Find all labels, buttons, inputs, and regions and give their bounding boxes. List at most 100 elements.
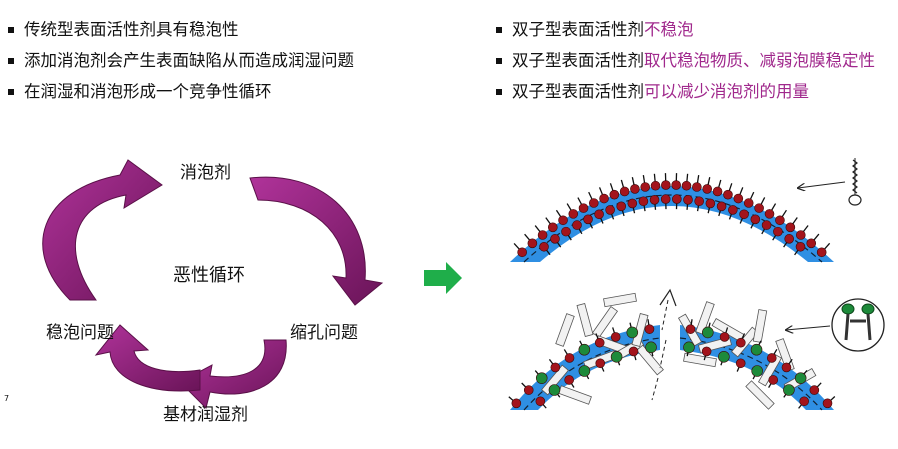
defoamer-rod xyxy=(541,364,569,396)
surfactant-head xyxy=(716,201,727,212)
surfactant-head xyxy=(785,222,796,233)
right-bullet-2-prefix: 双子型表面活性剂 xyxy=(512,51,644,70)
surfactant-heads-lower xyxy=(508,319,836,409)
left-bullet-2: 添加消泡剂会产生表面缺陷从而造成润湿问题 xyxy=(6,51,354,71)
surfactant-head xyxy=(537,230,548,240)
surfactant-head xyxy=(649,195,660,205)
surfactant-head xyxy=(660,194,671,204)
surfactant-head xyxy=(736,337,746,348)
surfactant-head xyxy=(694,196,704,207)
surfactant-head xyxy=(672,194,682,204)
surfactant-head xyxy=(723,189,733,200)
left-bullet-3-text: 在润湿和消泡形成一个竞争性循环 xyxy=(24,82,272,101)
surfactant-head xyxy=(594,337,605,348)
defoamer-rod xyxy=(603,292,637,308)
right-arrow-icon xyxy=(424,262,462,294)
surfactant-head xyxy=(701,346,712,357)
surfactant-head xyxy=(561,226,571,237)
surfactant-head xyxy=(712,186,723,197)
right-bullet-2: 双子型表面活性剂取代稳泡物质、减弱泡膜稳定性 xyxy=(494,51,898,71)
surfactant-head xyxy=(550,362,561,373)
right-bullet-1-highlight: 不稳泡 xyxy=(644,20,694,39)
bullet-icon xyxy=(496,89,502,95)
defoamer-rod xyxy=(555,313,575,347)
surfactant-head xyxy=(809,385,820,395)
stable-foam-film xyxy=(510,173,834,263)
surfactant-head xyxy=(766,353,777,363)
surfactant-head xyxy=(806,238,817,249)
right-bullet-1-prefix: 双子型表面活性剂 xyxy=(512,20,644,39)
gemini-head xyxy=(750,343,763,356)
left-bullet-3: 在润湿和消泡形成一个竞争性循环 xyxy=(6,82,354,102)
surfactant-heads-upper xyxy=(513,173,831,258)
surfactant-head xyxy=(511,398,522,409)
surfactant-head xyxy=(564,375,574,385)
surfactant-head xyxy=(578,203,589,213)
surfactant-head xyxy=(599,193,609,204)
cycle-label-bottom: 基材润湿剂 xyxy=(163,405,248,425)
bullet-icon xyxy=(496,58,502,64)
surfactant-head xyxy=(816,247,827,258)
surfactant-head xyxy=(739,209,749,220)
page-number: 7 xyxy=(4,394,10,403)
gemini-head xyxy=(683,341,695,354)
gemini-head xyxy=(718,350,730,363)
surfactant-head xyxy=(628,346,639,357)
surfactant-head xyxy=(594,209,604,220)
surfactant-head xyxy=(822,398,833,409)
surfactant-head xyxy=(764,209,775,219)
defoamer-rod xyxy=(695,301,715,335)
surfactant-head xyxy=(630,184,640,194)
defoamer-rod xyxy=(683,352,717,368)
surfactant-head xyxy=(539,241,549,252)
left-bullet-1-text: 传统型表面活性剂具有稳泡性 xyxy=(24,20,239,39)
surfactant-head xyxy=(564,353,575,363)
gemini-head xyxy=(783,384,795,396)
gemini-head xyxy=(548,384,561,396)
surfactant-head xyxy=(548,222,558,233)
cycle-arrows xyxy=(42,159,384,409)
right-bullet-1: 双子型表面活性剂不稳泡 xyxy=(494,20,898,40)
cycle-label-top: 消泡剂 xyxy=(180,163,231,183)
gemini-head xyxy=(645,341,657,354)
defoamer-rod xyxy=(591,306,619,338)
surfactant-head xyxy=(705,198,716,209)
surfactant-head xyxy=(550,234,560,244)
surfactant-head xyxy=(795,241,806,252)
ruptured-foam-film xyxy=(508,292,836,411)
film-band xyxy=(510,186,834,262)
bullet-icon xyxy=(8,58,14,64)
surfactant-head xyxy=(795,230,806,240)
gemini-head xyxy=(626,326,639,339)
surfactant-head xyxy=(685,324,696,334)
surfactant-head xyxy=(517,247,527,258)
cycle-arrow-top-to-right xyxy=(249,176,384,306)
surfactant-head xyxy=(768,375,779,385)
surfactant-head xyxy=(609,189,620,200)
cycle-arrow-right-to-bottom xyxy=(179,339,287,409)
defoamer-rod xyxy=(558,385,592,405)
cycle-arrow-bottom-to-left xyxy=(94,324,201,392)
right-bullet-3: 双子型表面活性剂可以减少消泡剂的用量 xyxy=(494,82,898,102)
right-bullet-3-prefix: 双子型表面活性剂 xyxy=(512,82,644,101)
surfactant-head xyxy=(661,180,671,190)
gemini-head xyxy=(610,350,623,363)
gemini-head xyxy=(702,326,714,339)
surfactant-head xyxy=(750,214,761,225)
surfactant-head xyxy=(610,332,621,342)
rupture-arrow xyxy=(651,288,677,401)
surfactant-head xyxy=(761,220,772,230)
surfactant-head xyxy=(799,396,809,407)
surfactant-head xyxy=(527,238,538,249)
surfactant-head xyxy=(595,358,606,369)
surfactant-head xyxy=(572,220,582,230)
gemini-head xyxy=(578,343,591,356)
surfactant-head xyxy=(683,195,693,205)
callout-arrow-lower xyxy=(786,326,831,330)
surfactant-head xyxy=(773,226,783,237)
surfactant-head xyxy=(588,198,599,208)
surfactant-head xyxy=(619,186,630,197)
surfactant-head xyxy=(692,182,702,192)
gemini-surfactant-icon xyxy=(831,298,885,352)
